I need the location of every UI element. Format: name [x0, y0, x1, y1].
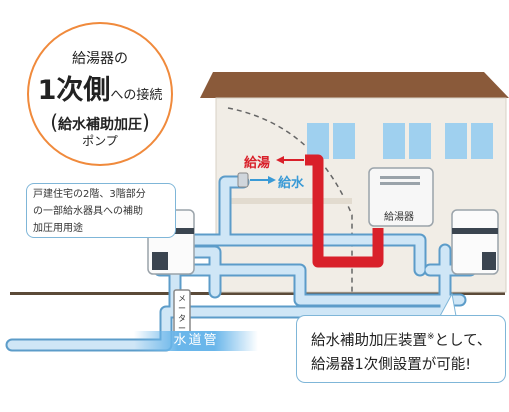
note-left: 戸建住宅の2階、3階部分 の一部給水器具への補助 加圧用用途 — [26, 183, 176, 238]
windows — [307, 123, 493, 159]
meter-label: メーター — [178, 294, 186, 333]
heater-vent — [380, 176, 420, 179]
window — [333, 123, 355, 159]
window — [383, 123, 405, 159]
cold-water-label: 給水 — [278, 176, 305, 191]
house-roof — [200, 72, 509, 98]
hot-arrow-head — [276, 156, 284, 164]
pump-right — [451, 209, 499, 275]
note-right: 給水補助加圧装置※として、 給湯器1次側設置が可能! — [296, 315, 506, 383]
note-right-line1: 給水補助加圧装置※として、 — [311, 325, 505, 353]
badge-line2-small: への接続 — [110, 88, 163, 103]
hot-water-pipe — [305, 154, 384, 268]
water-main-label: 水道管 — [134, 331, 258, 351]
window — [307, 123, 329, 159]
window — [445, 123, 467, 159]
badge-line3: (給水補助加圧) — [50, 110, 150, 134]
badge-line1: 給湯器の — [72, 51, 128, 67]
note-left-line3: 加圧用用途 — [33, 223, 83, 234]
cold-arrow-head — [268, 176, 276, 184]
hot-water-label: 給湯 — [244, 156, 271, 171]
heater-vent — [380, 182, 420, 185]
badge-line2: 1次側への接続 — [29, 68, 171, 107]
badge-line3-text: 給水補助加圧 — [58, 117, 142, 133]
window — [471, 123, 493, 159]
note-right-line2: 給湯器1次側設置が可能! — [311, 356, 472, 373]
badge-line2-big: 1次側 — [37, 75, 111, 106]
note-right-line1-tail: として、 — [434, 332, 492, 349]
water-heater-label: 給湯器 — [384, 212, 414, 223]
interior-floor — [228, 198, 352, 204]
cutaway-outline — [227, 107, 353, 292]
faucet — [237, 172, 249, 188]
note-left-line1: 戸建住宅の2階、3階部分 — [33, 189, 146, 200]
note-right-mark: ※ — [427, 332, 435, 342]
badge-line4: ポンプ — [82, 134, 118, 148]
note-left-line2: の一部給水器具への補助 — [33, 206, 143, 217]
headline-badge: 給湯器の 1次側への接続 (給水補助加圧) ポンプ — [27, 22, 173, 166]
window — [409, 123, 431, 159]
ground — [10, 292, 505, 295]
note-right-line1-text: 給水補助加圧装置 — [311, 332, 427, 349]
